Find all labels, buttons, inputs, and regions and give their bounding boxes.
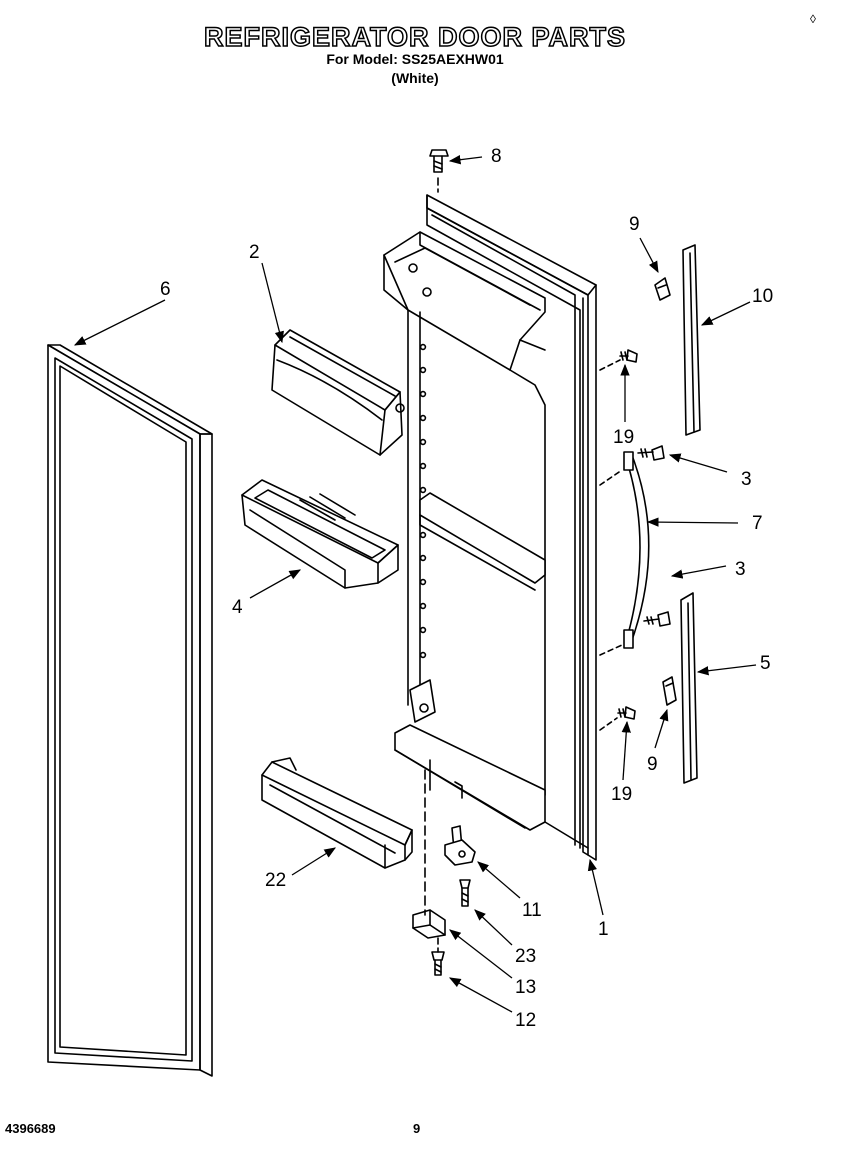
corner-mark-icon: ◊ xyxy=(810,12,816,26)
callout-23: 23 xyxy=(515,946,536,967)
bottom-hinge xyxy=(412,909,446,939)
model-line: For Model: SS25AEXHW01 xyxy=(326,51,504,67)
callout-7: 7 xyxy=(752,513,763,534)
callout-19-lower: 19 xyxy=(611,784,632,805)
callout-4: 4 xyxy=(232,597,243,618)
callout-12: 12 xyxy=(515,1010,536,1031)
door-handle xyxy=(623,451,650,649)
page-number: 9 xyxy=(413,1121,421,1136)
callout-5: 5 xyxy=(760,653,771,674)
door-gasket xyxy=(47,344,213,1077)
callout-13: 13 xyxy=(515,977,536,998)
callout-8: 8 xyxy=(491,146,502,167)
top-screw xyxy=(429,149,449,193)
callout-1: 1 xyxy=(598,919,609,940)
callout-9-lower: 9 xyxy=(647,754,658,775)
callout-3-lower: 3 xyxy=(735,559,746,580)
handle-screw-lower xyxy=(643,611,671,627)
door-bin xyxy=(241,479,399,589)
hinge-screw xyxy=(459,879,471,907)
color-line: (White) xyxy=(391,70,439,86)
trim-clip-upper xyxy=(654,277,671,301)
hinge-pin xyxy=(444,825,476,866)
callout-2: 2 xyxy=(249,242,260,263)
trim-screw-upper xyxy=(619,349,638,363)
callout-9-upper: 9 xyxy=(629,214,640,235)
page-title: REFRIGERATOR DOOR PARTS xyxy=(203,21,626,53)
callout-22: 22 xyxy=(265,870,286,891)
dairy-compartment xyxy=(271,329,405,456)
bottom-screw xyxy=(431,951,445,976)
handle-screw-upper xyxy=(637,445,665,461)
callout-6: 6 xyxy=(160,279,171,300)
callout-19-upper: 19 xyxy=(613,427,634,448)
callout-11: 11 xyxy=(522,900,542,921)
callout-10: 10 xyxy=(752,286,773,307)
callout-3-upper: 3 xyxy=(741,469,752,490)
trim-screw-lower xyxy=(617,706,636,720)
lower-trim xyxy=(680,592,698,784)
door-liner-assembly xyxy=(383,194,597,861)
upper-trim xyxy=(682,244,701,436)
bottom-bin xyxy=(261,757,413,869)
document-number: 4396689 xyxy=(5,1121,56,1136)
trim-clip-lower xyxy=(662,676,677,706)
